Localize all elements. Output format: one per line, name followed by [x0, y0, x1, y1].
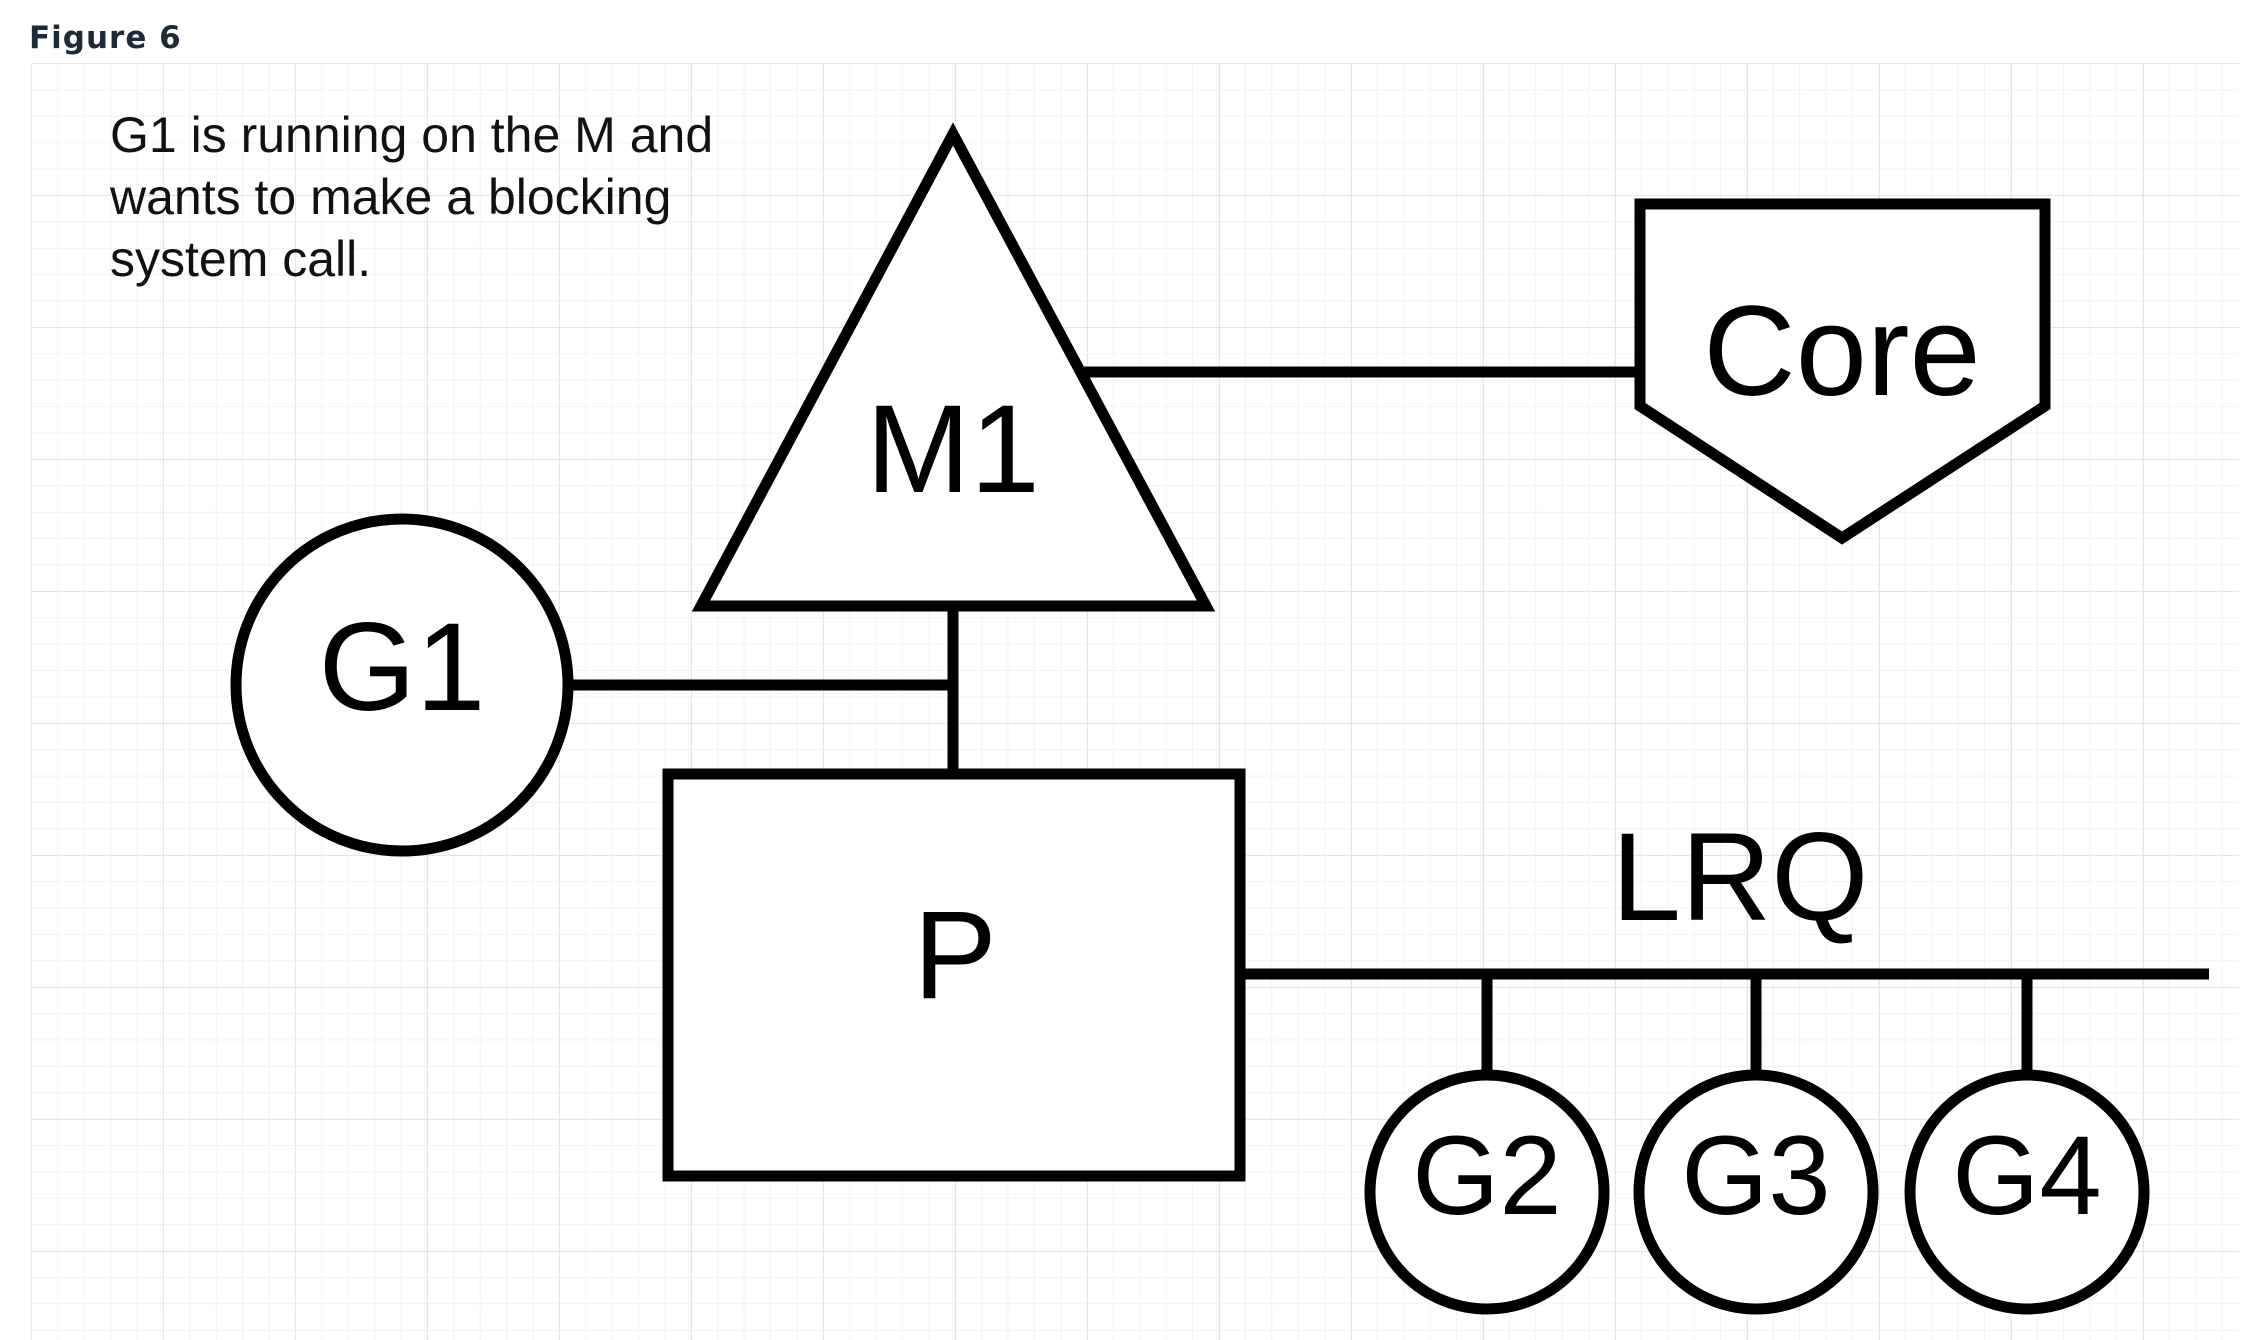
core-pentagon [1634, 198, 2051, 545]
g3-label: G3 [1681, 1113, 1830, 1238]
g1-label: G1 [319, 598, 486, 737]
p-box [662, 768, 1246, 1182]
lrq-label: LRQ [1611, 808, 1868, 947]
g2-circle [1364, 1069, 1610, 1315]
g2-label: G2 [1412, 1113, 1561, 1238]
m1-triangle [691, 122, 1216, 612]
g3-circle [1633, 1069, 1879, 1315]
caption-line: wants to make a blocking [110, 169, 672, 225]
core-label: Core [1703, 280, 1980, 423]
g1-circle [230, 513, 574, 857]
g4-label: G4 [1952, 1113, 2101, 1238]
caption: G1 is running on the M and wants to make… [110, 104, 830, 290]
caption-line: G1 is running on the M and [110, 107, 714, 163]
caption-line: system call. [110, 231, 372, 287]
m1-label: M1 [866, 380, 1040, 519]
g4-circle [1904, 1069, 2150, 1315]
p-label: P [913, 886, 996, 1025]
figure-label: Figure 6 [29, 20, 182, 56]
